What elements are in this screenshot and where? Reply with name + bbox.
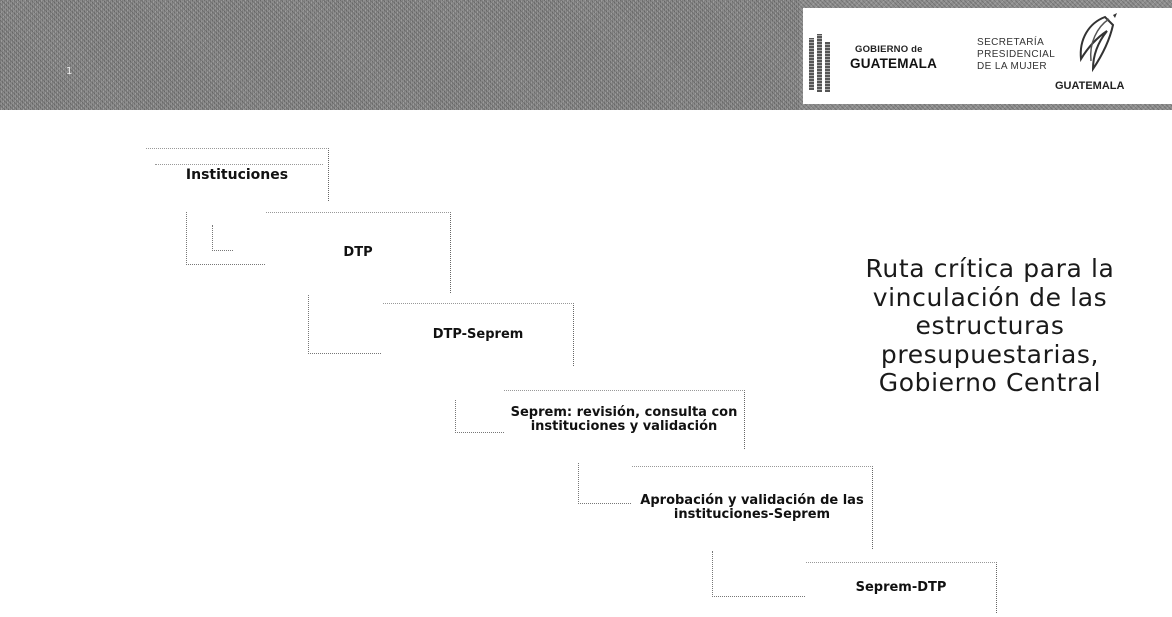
logo-secretaria-line1: SECRETARÍA <box>977 37 1045 48</box>
logo-secretaria-line3: DE LA MUJER <box>977 61 1047 72</box>
banner-texture <box>0 0 800 110</box>
step-seprem-dtp: Seprem-DTP <box>806 562 997 613</box>
quetzal-emblem-icon <box>1079 13 1117 73</box>
header-banner: 1 GOBIERNO de GUATEMALA SECRETARÍA PRESI… <box>0 0 1172 110</box>
step-seprem-revision: Seprem: revisión, consulta con instituci… <box>504 390 745 449</box>
logo-guatemala: GUATEMALA <box>1055 80 1125 92</box>
step-dtp-seprem: DTP-Seprem <box>383 303 574 366</box>
flag-stripe <box>809 38 814 90</box>
logo-strip: GOBIERNO de GUATEMALA SECRETARÍA PRESIDE… <box>803 8 1172 104</box>
logo-gobierno-line1: GOBIERNO de <box>855 44 923 55</box>
flag-stripe <box>825 42 830 92</box>
connector-elbow <box>308 295 381 354</box>
slide-number: 1 <box>66 66 73 77</box>
flag-stripe <box>817 34 822 92</box>
step-aprobacion: Aprobación y validación de las instituci… <box>632 466 873 549</box>
step-instituciones: Instituciones <box>146 148 329 201</box>
connector-elbow <box>578 463 631 504</box>
step-dtp: DTP <box>266 212 451 293</box>
slide-title: Ruta crítica para la vinculación de las … <box>865 254 1115 397</box>
logo-gobierno-line2: GUATEMALA <box>850 56 938 71</box>
connector-elbow <box>186 212 265 265</box>
logo-secretaria-line2: PRESIDENCIAL <box>977 49 1056 60</box>
connector-elbow <box>455 400 504 433</box>
connector-elbow <box>712 551 805 597</box>
connector-elbow <box>212 225 233 251</box>
connector-line <box>155 164 323 165</box>
